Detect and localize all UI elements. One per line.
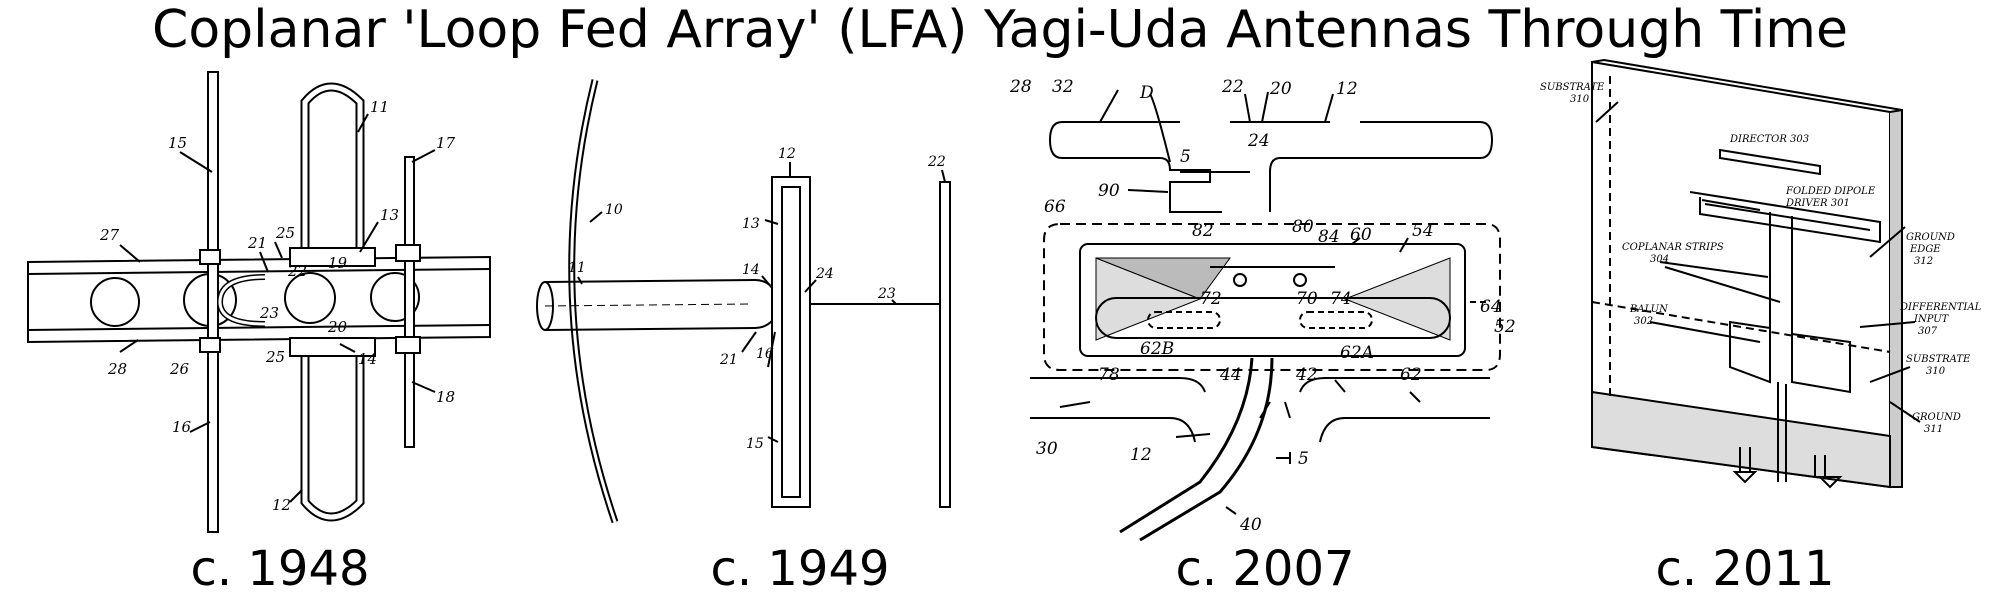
label-30: 30 <box>1036 439 1058 459</box>
label-80: 80 <box>1292 217 1314 237</box>
label-ground-edge-2: EDGE <box>1909 244 1941 255</box>
label-balun: BALUN <box>1629 304 1669 315</box>
label-driver: DRIVER 301 <box>1785 198 1850 209</box>
label-5-bottom: 5 <box>1298 449 1309 469</box>
label-16: 16 <box>172 418 192 436</box>
label-11: 11 <box>568 260 586 276</box>
label-15: 15 <box>746 436 764 452</box>
panel-1949: 10 12 22 13 11 14 24 23 21 16 15 <box>520 62 980 542</box>
label-14: 14 <box>742 262 760 278</box>
label-11: 11 <box>370 98 389 116</box>
label-input: INPUT <box>1913 314 1950 325</box>
label-21: 21 <box>719 352 738 368</box>
label-64: 64 <box>1480 297 1502 317</box>
label-22: 22 <box>1221 77 1244 97</box>
antenna-1949-drawing: 10 12 22 13 11 14 24 23 21 16 15 <box>536 79 951 524</box>
label-balun-num: 302 <box>1634 316 1653 327</box>
label-84: 84 <box>1318 227 1340 247</box>
caption-1948: c. 1948 <box>190 541 370 597</box>
label-42: 42 <box>1295 365 1318 385</box>
label-22: 22 <box>287 262 307 280</box>
label-62A: 62A <box>1340 343 1374 363</box>
label-60: 60 <box>1350 225 1372 245</box>
label-82: 82 <box>1192 221 1214 241</box>
label-input-num: 307 <box>1918 326 1938 337</box>
label-ground-num: 311 <box>1924 424 1943 435</box>
label-folded-dipole: FOLDED DIPOLE <box>1785 186 1876 197</box>
label-13: 13 <box>380 206 399 224</box>
label-12: 12 <box>272 496 291 514</box>
label-D: D <box>1139 83 1154 103</box>
label-13: 13 <box>742 216 760 232</box>
label-74: 74 <box>1330 289 1352 309</box>
label-15: 15 <box>168 134 187 152</box>
label-40: 40 <box>1239 515 1262 535</box>
label-16: 16 <box>756 346 774 362</box>
label-substrate-right-num: 310 <box>1926 366 1946 377</box>
label-12-top: 12 <box>1336 79 1358 99</box>
label-32: 32 <box>1052 77 1074 97</box>
label-28: 28 <box>107 360 127 378</box>
label-52: 52 <box>1494 317 1516 337</box>
label-ground-edge-1: GROUND <box>1906 232 1955 243</box>
figure-title: Coplanar 'Loop Fed Array' (LFA) Yagi-Uda… <box>152 0 1848 60</box>
label-23: 23 <box>877 286 896 302</box>
label-27: 27 <box>99 226 120 244</box>
label-5-top: 5 <box>1180 147 1191 167</box>
label-22: 22 <box>927 154 946 170</box>
label-19: 19 <box>328 254 348 272</box>
label-ground: GROUND <box>1912 412 1961 423</box>
label-70: 70 <box>1296 289 1318 309</box>
caption-2011: c. 2011 <box>1655 541 1835 597</box>
label-21: 21 <box>247 234 267 252</box>
caption-2007: c. 2007 <box>1175 541 1355 597</box>
panel-2011: SUBSTRATE 310 DIRECTOR 303 FOLDED DIPOLE… <box>1530 58 2000 542</box>
label-10: 10 <box>605 202 623 218</box>
label-24: 24 <box>815 266 834 282</box>
panel-2007: 28 32 22 20 12 D 24 5 90 66 60 54 82 80 … <box>1000 62 1516 542</box>
antenna-2007-drawing: 28 32 22 20 12 D 24 5 90 66 60 54 82 80 … <box>1009 77 1516 542</box>
label-12: 12 <box>778 146 796 162</box>
label-20: 20 <box>1269 79 1292 99</box>
label-substrate-top: SUBSTRATE <box>1540 82 1605 93</box>
label-54: 54 <box>1412 221 1434 241</box>
label-23: 23 <box>259 304 279 322</box>
label-78: 78 <box>1098 365 1120 385</box>
label-24: 24 <box>1247 131 1270 151</box>
panel-1948: 15 11 17 13 27 21 25 22 19 26 23 20 28 2… <box>20 62 500 542</box>
label-differential: DIFFERENTIAL <box>1899 302 1982 313</box>
label-14: 14 <box>358 350 377 368</box>
label-62: 62 <box>1400 365 1422 385</box>
label-substrate-right: SUBSTRATE <box>1906 354 1971 365</box>
label-72: 72 <box>1200 289 1222 309</box>
label-coplanar-strips: COPLANAR STRIPS <box>1622 242 1724 253</box>
label-90: 90 <box>1098 181 1120 201</box>
label-coplanar-strips-num: 304 <box>1650 254 1669 265</box>
caption-1949: c. 1949 <box>710 541 890 597</box>
label-26: 26 <box>169 360 190 378</box>
label-substrate-top-num: 310 <box>1570 94 1590 105</box>
antenna-2011-drawing: SUBSTRATE 310 DIRECTOR 303 FOLDED DIPOLE… <box>1540 58 1982 489</box>
label-25b: 25 <box>265 348 285 366</box>
label-62B: 62B <box>1140 339 1174 359</box>
antenna-1948-drawing: 15 11 17 13 27 21 25 22 19 26 23 20 28 2… <box>27 71 491 533</box>
label-28: 28 <box>1009 77 1032 97</box>
label-12-bottom: 12 <box>1130 445 1152 465</box>
label-18: 18 <box>436 388 455 406</box>
label-20: 20 <box>327 318 348 336</box>
label-66: 66 <box>1044 197 1066 217</box>
label-ground-edge-num: 312 <box>1914 256 1933 267</box>
label-director: DIRECTOR 303 <box>1729 134 1809 145</box>
label-44: 44 <box>1219 365 1242 385</box>
label-25: 25 <box>275 224 295 242</box>
label-17: 17 <box>436 134 456 152</box>
